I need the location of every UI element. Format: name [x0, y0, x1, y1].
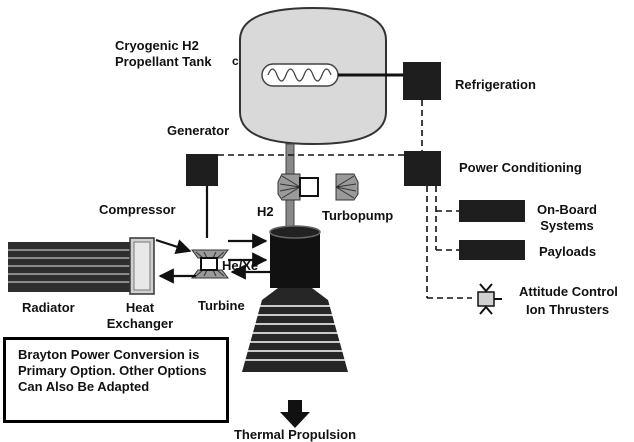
- propellant-tank: [239, 6, 387, 146]
- thermal-propulsion-label: Thermal Propulsion: [234, 427, 356, 442]
- turbine-label: Turbine: [198, 298, 245, 313]
- heat-exchanger: [129, 237, 155, 295]
- heat-exchanger-label-line2: Exchanger: [107, 316, 173, 331]
- payloads-box: [459, 240, 525, 260]
- radiator: [8, 242, 132, 292]
- refrigeration-box: [403, 62, 441, 100]
- he-xe-label: He/Xe: [222, 258, 258, 273]
- refrigeration-label: Refrigeration: [455, 77, 536, 92]
- onboard-label-line1: On-Board: [537, 202, 597, 217]
- brayton-note-box: Brayton Power Conversion is Primary Opti…: [3, 337, 229, 423]
- turbopump-label: Turbopump: [322, 208, 393, 223]
- thrust-arrow: [280, 400, 310, 428]
- radiator-label: Radiator: [22, 300, 75, 315]
- power-lines: [218, 100, 472, 299]
- attitude-label-line1: Attitude Control: [519, 284, 618, 299]
- turbopump: [277, 173, 359, 201]
- brayton-note-text: Brayton Power Conversion is Primary Opti…: [18, 347, 207, 394]
- tank-label-line1: Cryogenic H2: [115, 38, 199, 53]
- h2-label: H2: [257, 204, 274, 219]
- brayton-loop-lines: [155, 186, 270, 284]
- heat-exchanger-label-line1: Heat: [126, 300, 155, 315]
- generator-box: [186, 154, 218, 186]
- nuclear-reactor: [269, 225, 321, 288]
- generator-label: Generator: [167, 123, 229, 138]
- onboard-systems-box: [459, 200, 525, 222]
- power-conditioning-label: Power Conditioning: [459, 160, 582, 175]
- attitude-label-line2: Ion Thrusters: [526, 302, 609, 317]
- compressor-turbine: [191, 249, 229, 279]
- tank-label-line2: Propellant Tank: [115, 54, 212, 69]
- onboard-label-line2: Systems: [540, 218, 593, 233]
- power-conditioning-box: [404, 151, 441, 186]
- thermal-nozzle: [242, 288, 348, 372]
- payloads-label: Payloads: [539, 244, 596, 259]
- ion-thruster-icon: [477, 283, 502, 315]
- stray-mark: c: [232, 54, 239, 68]
- compressor-label: Compressor: [99, 202, 176, 217]
